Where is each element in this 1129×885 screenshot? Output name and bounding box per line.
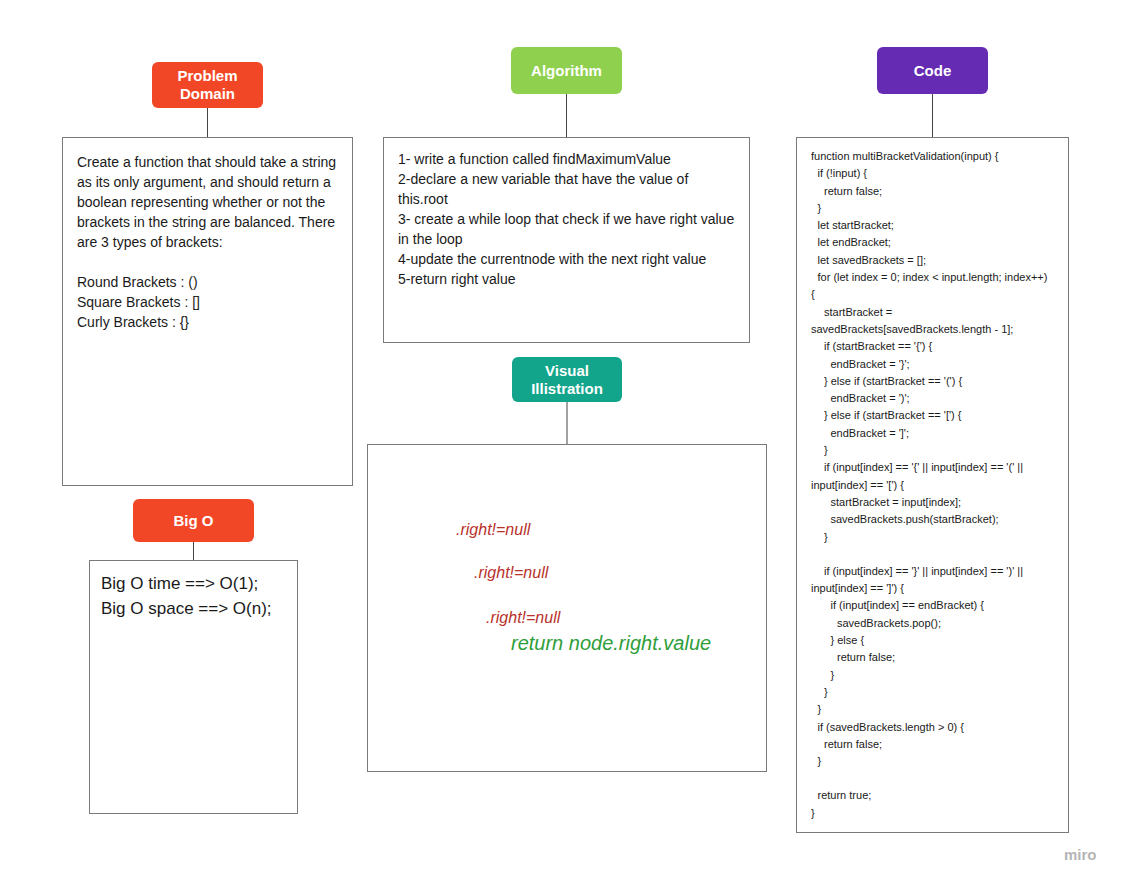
code-line: } — [811, 684, 1054, 701]
connector-line — [207, 108, 208, 137]
header-text: Algorithm — [531, 62, 602, 80]
code-line: } else if (startBracket == '(') { — [811, 373, 1054, 390]
connector-line — [566, 94, 567, 137]
code-line: } — [811, 442, 1054, 459]
code-line: return true; — [811, 787, 1054, 804]
header-box: Visual Illistration — [512, 357, 622, 402]
code-line: } — [811, 753, 1054, 770]
code-line: } else { — [811, 632, 1054, 649]
body-text: Big O time ==> O(1); — [101, 571, 286, 596]
code-line: function multiBracketValidation(input) { — [811, 148, 1054, 165]
annotation-text: .right!=null — [474, 564, 548, 582]
annotation-text: return node.right.value — [511, 632, 711, 655]
code-line: } — [811, 805, 1054, 822]
code-line: if (input[index] == '}' || input[index] … — [811, 563, 1054, 598]
header-text: Big O — [174, 512, 214, 530]
header-text: Visual Illistration — [518, 362, 616, 398]
code-line: startBracket = savedBrackets[savedBracke… — [811, 304, 1054, 339]
header-text: Code — [914, 62, 952, 80]
body-text: Round Brackets : () — [77, 272, 338, 292]
content-box: 1- write a function called findMaximumVa… — [383, 137, 750, 343]
code-line: for (let index = 0; index < input.length… — [811, 269, 1054, 304]
code-line: } — [811, 529, 1054, 546]
code-line: startBracket = input[index]; — [811, 494, 1054, 511]
code-line: endBracket = '}'; — [811, 356, 1054, 373]
body-text: Square Brackets : [] — [77, 292, 338, 312]
connector-line — [567, 402, 568, 444]
code-line: if (savedBrackets.length > 0) { — [811, 719, 1054, 736]
connector-line — [932, 94, 933, 137]
body-text: 4-update the currentnode with the next r… — [398, 249, 735, 269]
code-line: if (!input) { — [811, 165, 1054, 182]
content-box: Create a function that should take a str… — [62, 137, 353, 486]
annotation-text: .right!=null — [456, 521, 530, 539]
header-text: Problem Domain — [158, 67, 257, 103]
body-text: 1- write a function called findMaximumVa… — [398, 149, 735, 169]
content-box: .right!=null .right!=null .right!=null retu… — [367, 444, 767, 772]
header-box: Code — [877, 47, 988, 94]
code-line: if (input[index] == '{' || input[index] … — [811, 459, 1054, 494]
code-line: return false; — [811, 649, 1054, 666]
code-line: } — [811, 667, 1054, 684]
body-text: Create a function that should take a str… — [77, 152, 338, 252]
header-box: Algorithm — [511, 47, 622, 94]
code-line: let savedBrackets = []; — [811, 252, 1054, 269]
content-box: Big O time ==> O(1);Big O space ==> O(n)… — [89, 560, 298, 814]
code-line: endBracket = ']'; — [811, 425, 1054, 442]
watermark: miro — [1064, 846, 1097, 863]
body-text: 2-declare a new variable that have the v… — [398, 169, 735, 209]
body-text: Curly Brackets : {} — [77, 312, 338, 332]
code-line: let endBracket; — [811, 234, 1054, 251]
connector-line — [193, 542, 194, 560]
code-line: if (startBracket == '{') { — [811, 338, 1054, 355]
code-line: return false; — [811, 183, 1054, 200]
header-box: Problem Domain — [152, 62, 263, 108]
content-box: function multiBracketValidation(input) {… — [796, 137, 1069, 833]
code-line: savedBrackets.pop(); — [811, 615, 1054, 632]
code-line: savedBrackets.push(startBracket); — [811, 511, 1054, 528]
code-line: endBracket = ')'; — [811, 390, 1054, 407]
code-line: } else if (startBracket == '[') { — [811, 407, 1054, 424]
code-line: } — [811, 200, 1054, 217]
code-line: if (input[index] == endBracket) { — [811, 597, 1054, 614]
body-text: 3- create a while loop that check if we … — [398, 209, 735, 249]
code-line: let startBracket; — [811, 217, 1054, 234]
body-text: 5-return right value — [398, 269, 735, 289]
annotation-text: .right!=null — [486, 609, 560, 627]
code-line: } — [811, 701, 1054, 718]
body-text: Big O space ==> O(n); — [101, 596, 286, 621]
code-line: return false; — [811, 736, 1054, 753]
header-box: Big O — [133, 499, 254, 542]
